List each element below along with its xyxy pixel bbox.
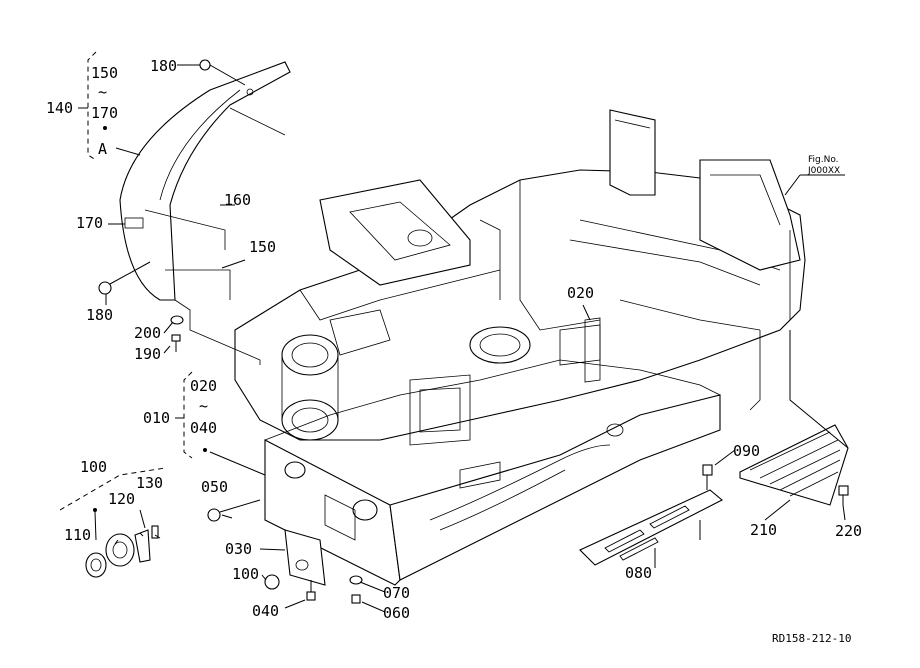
label-030: 030 — [225, 540, 252, 558]
main-frame — [234, 109, 806, 446]
label-050: 050 — [201, 478, 228, 496]
label-010: 010 — [143, 409, 170, 427]
leader-lines — [59, 51, 849, 613]
label-a: A — [98, 140, 107, 158]
label-040-range: 040 — [190, 419, 217, 437]
part-030-cover-plate — [284, 529, 326, 586]
label-140: 140 — [46, 99, 73, 117]
label-120: 120 — [108, 490, 135, 508]
label-180-top: 180 — [150, 57, 177, 75]
label-tilde-140: ~ — [98, 83, 107, 101]
label-170: 170 — [76, 214, 103, 232]
label-020-range: 020 — [190, 377, 217, 395]
fasteners — [98, 59, 849, 604]
label-130: 130 — [136, 474, 163, 492]
part-140-left-cover — [119, 61, 291, 365]
label-060: 060 — [383, 604, 410, 622]
figure-reference: Fig.No. J000XX RD158-212-10 — [772, 155, 851, 645]
part-080-step — [579, 489, 723, 566]
label-170-range: 170 — [91, 104, 118, 122]
side-panel — [264, 359, 721, 586]
label-110: 110 — [64, 526, 91, 544]
label-100-group: 100 — [80, 458, 107, 476]
label-020: 020 — [567, 284, 594, 302]
part-labels: 180 150 ~ 170 140 A 160 170 150 180 200 … — [46, 57, 862, 622]
lock-assembly — [85, 525, 159, 578]
label-150: 150 — [249, 238, 276, 256]
label-160: 160 — [224, 191, 251, 209]
label-040: 040 — [252, 602, 279, 620]
label-090: 090 — [733, 442, 760, 460]
label-080: 080 — [625, 564, 652, 582]
fig-no-label: Fig.No. — [808, 155, 839, 165]
label-200: 200 — [134, 324, 161, 342]
label-210: 210 — [750, 521, 777, 539]
figure-ref-code: RD158-212-10 — [772, 632, 851, 645]
fig-no-value: J000XX — [807, 166, 840, 176]
part-210-grate-plate — [739, 424, 849, 506]
label-150-range: 150 — [91, 64, 118, 82]
label-tilde-010: ~ — [199, 397, 208, 415]
label-070: 070 — [383, 584, 410, 602]
label-100: 100 — [232, 565, 259, 583]
label-180-bottom: 180 — [86, 306, 113, 324]
label-190: 190 — [134, 345, 161, 363]
label-220: 220 — [835, 522, 862, 540]
